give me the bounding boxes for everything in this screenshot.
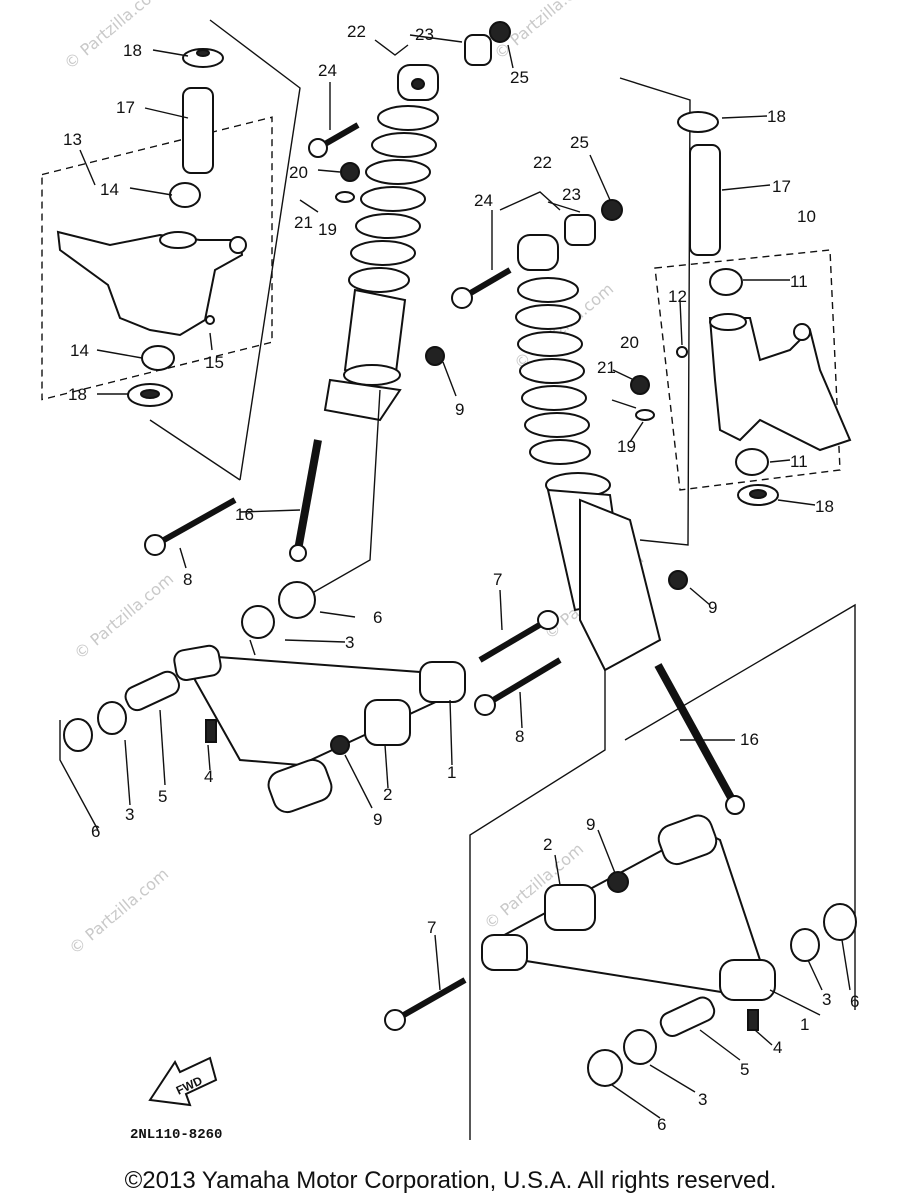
callout-3: 3 (698, 1090, 707, 1109)
callout-17: 17 (772, 177, 791, 196)
callout-labels: 18 17 13 14 14 18 15 16 8 22 23 25 24 20… (63, 22, 859, 1134)
callout-21: 21 (294, 213, 313, 232)
callout-25: 25 (510, 68, 529, 87)
watermark: © Partzilla.com (60, 0, 167, 73)
callout-18: 18 (767, 107, 786, 126)
callout-13: 13 (63, 130, 82, 149)
callout-24: 24 (474, 191, 493, 210)
callout-2: 2 (383, 785, 392, 804)
copyright-notice: ©2013 Yamaha Motor Corporation, U.S.A. A… (124, 1167, 777, 1194)
callout-19: 19 (617, 437, 636, 456)
left-shock-absorber (308, 21, 511, 422)
callout-14: 14 (100, 180, 119, 199)
callout-7: 7 (427, 918, 436, 937)
callout-9: 9 (455, 400, 464, 419)
callout-3: 3 (125, 805, 134, 824)
callout-9: 9 (586, 815, 595, 834)
left-lower-arm (63, 581, 466, 814)
callout-6: 6 (91, 822, 100, 841)
callout-5: 5 (158, 787, 167, 806)
leader-lines (59, 34, 851, 1119)
right-bolts (469, 603, 856, 1140)
callout-9: 9 (373, 810, 382, 829)
callout-17: 17 (116, 98, 135, 117)
fwd-arrow: FWD (148, 1056, 218, 1107)
drawing-code: 2NL110-8260 (130, 1127, 222, 1143)
callout-11: 11 (790, 452, 808, 471)
callout-1: 1 (800, 1015, 809, 1034)
right-lower-arm (384, 814, 857, 1087)
callout-24: 24 (318, 61, 337, 80)
callout-9: 9 (708, 598, 717, 617)
watermark: © Partzilla.com (70, 569, 177, 663)
callout-10: 10 (797, 207, 816, 226)
callout-20: 20 (620, 333, 639, 352)
callout-20: 20 (289, 163, 308, 182)
callout-3: 3 (345, 633, 354, 652)
left-knuckle-group (41, 19, 301, 481)
callout-8: 8 (515, 727, 524, 746)
callout-23: 23 (562, 185, 581, 204)
callout-7: 7 (493, 570, 502, 589)
callout-5: 5 (740, 1060, 749, 1079)
callout-19: 19 (318, 220, 337, 239)
callout-6: 6 (850, 992, 859, 1011)
callout-18: 18 (68, 385, 87, 404)
callout-15: 15 (205, 353, 224, 372)
callout-12: 12 (668, 287, 687, 306)
callout-6: 6 (373, 608, 382, 627)
left-bolts (144, 389, 381, 601)
callout-16: 16 (235, 505, 254, 524)
callout-18: 18 (123, 41, 142, 60)
callout-22: 22 (533, 153, 552, 172)
callout-16: 16 (740, 730, 759, 749)
callout-21: 21 (597, 358, 616, 377)
callout-2: 2 (543, 835, 552, 854)
callout-23: 23 (415, 25, 434, 44)
callout-18: 18 (815, 497, 834, 516)
callout-22: 22 (347, 22, 366, 41)
callout-4: 4 (204, 767, 213, 786)
callout-25: 25 (570, 133, 589, 152)
callout-8: 8 (183, 570, 192, 589)
right-knuckle-group (619, 77, 852, 546)
callout-11: 11 (790, 272, 808, 291)
watermark: © Partzilla.com (65, 864, 172, 958)
right-shock-absorber (451, 199, 688, 672)
callout-4: 4 (773, 1038, 782, 1057)
callout-1: 1 (447, 763, 456, 782)
callout-6: 6 (657, 1115, 666, 1134)
parts-diagram: © Partzilla.com © Partzilla.com © Partzi… (41, 0, 859, 1143)
callout-3: 3 (822, 990, 831, 1009)
callout-14: 14 (70, 341, 89, 360)
